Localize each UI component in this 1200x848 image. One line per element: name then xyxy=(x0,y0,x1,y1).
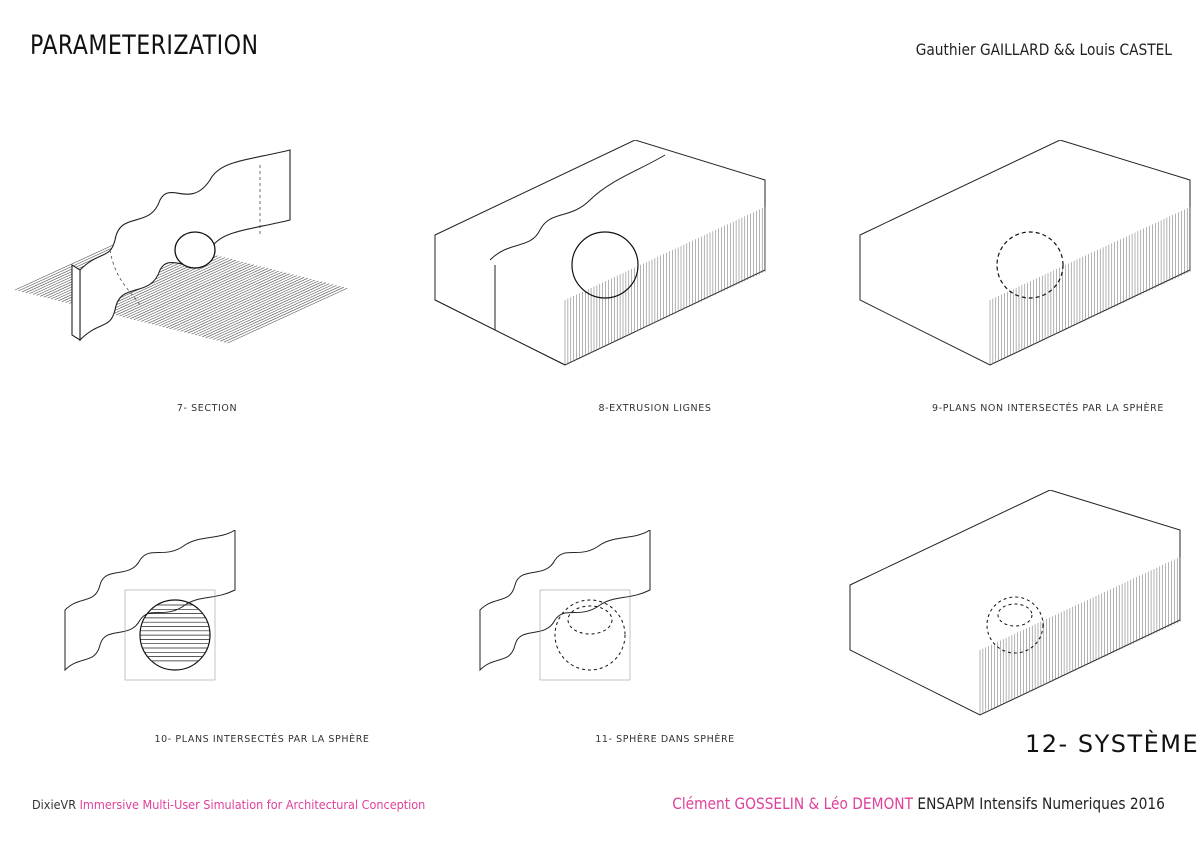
hatch-line xyxy=(137,265,258,321)
project-description: Immersive Multi-User Simulation for Arch… xyxy=(79,797,426,812)
caption-sphere-in-sphere: 11- SPHÈRE DANS SPHÈRE xyxy=(595,734,735,745)
hatch-line xyxy=(155,269,276,326)
hatch-line xyxy=(166,272,287,329)
project-name: DixieVR xyxy=(32,797,77,812)
caption-section: 7- SECTION xyxy=(176,403,238,414)
intersected-drawing xyxy=(64,530,236,681)
hatch-line xyxy=(223,286,344,343)
diagram-extrusion xyxy=(430,140,800,440)
hatch-line xyxy=(133,264,254,320)
hatch-line xyxy=(122,261,244,318)
hatch-line xyxy=(119,260,240,317)
caption-intersected: 10- PLANS INTERSECTÉS PAR LA SPHÈRE xyxy=(154,734,370,745)
hatch-line xyxy=(198,280,319,337)
hatch-line xyxy=(220,286,341,342)
hatch-line xyxy=(216,285,337,341)
hatch-line xyxy=(191,278,312,335)
caption-non-intersected: 9-PLANS NON INTERSECTÉS PAR LA SPHÈRE xyxy=(932,403,1164,414)
hatch-line xyxy=(194,279,316,336)
diagram-section xyxy=(10,140,380,440)
caption-extrusion: 8-EXTRUSION LIGNES xyxy=(598,403,712,414)
hatch-line xyxy=(130,263,251,320)
hatch-line xyxy=(148,268,269,324)
footer-credits: Clément GOSSELIN & Léo DEMONT ENSAPM Int… xyxy=(672,794,1165,813)
hatch-line xyxy=(176,275,298,331)
diagram-system xyxy=(845,490,1200,790)
hatch-line xyxy=(169,273,290,329)
hatch-line xyxy=(108,258,229,314)
hatch-line xyxy=(104,257,226,313)
hatch-line xyxy=(187,277,308,334)
footer-project: DixieVR Immersive Multi-User Simulation … xyxy=(32,797,425,812)
diagram-intersected xyxy=(55,530,425,830)
hatch-line xyxy=(184,277,305,333)
hatch-line xyxy=(180,276,301,332)
hatch-line xyxy=(173,274,294,330)
hatch-line xyxy=(209,283,330,339)
hatch-line xyxy=(212,284,334,340)
section-drawing xyxy=(14,149,348,344)
non-intersected-drawing xyxy=(859,140,1191,366)
hatch-line xyxy=(151,268,272,325)
hatch-line xyxy=(158,270,280,327)
extrusion-drawing xyxy=(434,140,766,366)
hatch-line xyxy=(115,259,236,316)
system-drawing xyxy=(849,490,1181,716)
hatch-line xyxy=(140,266,262,322)
hatch-line xyxy=(144,267,265,323)
diagram-sphere-in-sphere xyxy=(470,530,840,830)
hatch-line xyxy=(162,271,283,328)
supervisors: Clément GOSSELIN & Léo DEMONT xyxy=(672,794,914,813)
hatch-line xyxy=(205,282,326,338)
hatch-line xyxy=(202,281,323,338)
institution: ENSAPM Intensifs Numeriques 2016 xyxy=(917,794,1165,813)
system-label: 12- SYSTÈME xyxy=(1025,730,1200,758)
authors: Gauthier GAILLARD && Louis CASTEL xyxy=(915,40,1172,59)
hatch-line xyxy=(112,259,233,315)
hatch-line xyxy=(126,262,247,319)
diagram-non-intersected xyxy=(855,140,1200,440)
hatch-line xyxy=(227,287,348,344)
sphere-in-sphere-drawing xyxy=(479,530,651,681)
page-title: PARAMETERIZATION xyxy=(30,30,259,61)
